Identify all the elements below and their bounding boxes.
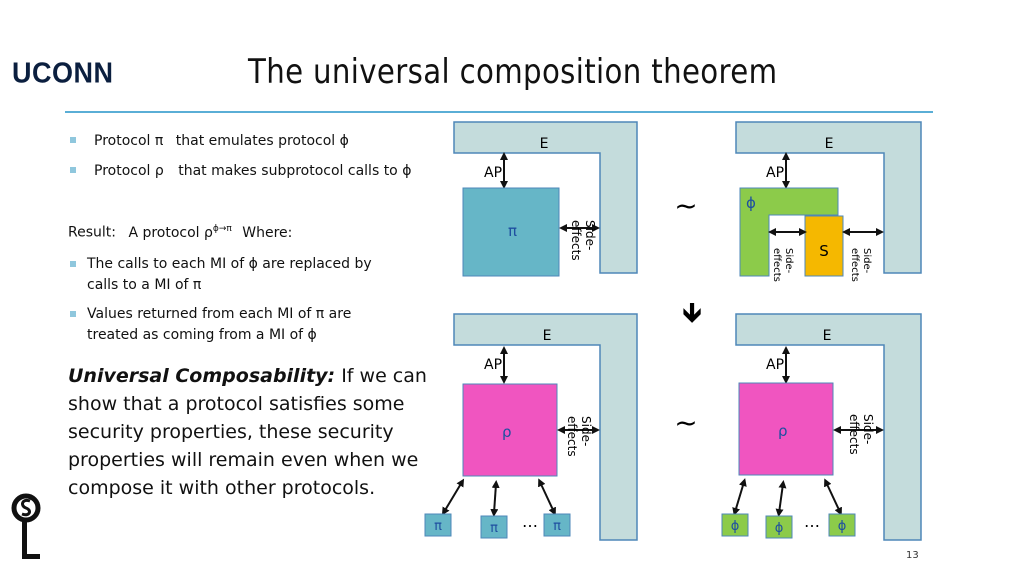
api-label: API [766, 165, 788, 181]
side-effects-label: Side-effects [569, 220, 597, 261]
universal-composability-paragraph: Universal Composability: If we can show … [68, 362, 448, 502]
sub-bullet-replaced: The calls to each MI of ϕ are replaced b… [70, 254, 372, 296]
side-effects-label: Side-effects [849, 248, 872, 282]
bullet-post: that makes subprotocol calls to ϕ [178, 163, 412, 179]
page-number: 13 [906, 550, 919, 561]
bullet-marker [70, 311, 76, 317]
result-where: Where: [242, 224, 293, 241]
pi-instance-box [424, 513, 452, 537]
result-protocol: A protocol ρ [128, 224, 213, 241]
environment-shape [735, 313, 922, 541]
env-label: E [543, 328, 552, 344]
pi-instance-label: π [553, 519, 561, 534]
phi-instance-label: ϕ [775, 521, 784, 536]
pi-label: π [508, 222, 517, 240]
bullet-pre: Protocol π [94, 133, 164, 149]
subcall-arrow [732, 478, 747, 516]
phi-instance-box [765, 515, 793, 539]
ellipsis: … [804, 512, 820, 531]
phi-shape [739, 187, 839, 277]
phi-instance-box [828, 513, 856, 537]
bullet-marker [70, 167, 76, 173]
sub-bullet-line: calls to a MI of π [87, 277, 202, 293]
sub-bullet-line: Values returned from each MI of π are [87, 306, 352, 322]
sub-bullet-returned: Values returned from each MI of π are tr… [70, 304, 352, 346]
subcall-arrow [775, 480, 787, 517]
bullet-pre: Protocol ρ [94, 163, 164, 179]
pi-box [462, 187, 560, 277]
phi-instance-label: ϕ [838, 519, 847, 534]
side-effects-label: Side-effects [565, 416, 593, 457]
phi-instance-label: ϕ [731, 519, 740, 534]
rho-box [462, 383, 558, 477]
bullet-marker [70, 261, 76, 267]
simulator-box [804, 215, 844, 277]
result-label: Result: [68, 224, 116, 241]
panel-pi: E API π Side-effects [453, 121, 638, 277]
ellipsis: … [522, 512, 538, 531]
sub-bullet-line: The calls to each MI of ϕ are replaced b… [87, 256, 372, 272]
uconn-logo: UCONN [12, 57, 114, 89]
approx-symbol-bottom: ~ [674, 406, 697, 439]
phi-instance-box [721, 513, 749, 537]
phi-label: ϕ [746, 194, 756, 212]
side-effects-label: Side-effects [847, 414, 875, 455]
subcall-arrow [441, 478, 465, 516]
approx-symbol-top: ~ [674, 189, 697, 222]
result-line: Result: A protocol ρϕ→π Where: [68, 224, 292, 241]
panel-rho-phi: E API ρ Side-effects ϕ ϕ … ϕ [721, 313, 922, 541]
panel-phi-simulator: E API ϕ S Side-effects Side-effects [735, 121, 922, 282]
rho-label: ρ [502, 423, 512, 441]
pi-instance-box [543, 513, 571, 537]
environment-shape [735, 121, 922, 274]
environment-shape [453, 121, 638, 274]
university-seal-icon [11, 493, 41, 559]
panel-rho-pi: E API ρ Side-effects π π … π [424, 313, 638, 541]
result-superscript: ϕ→π [212, 224, 232, 234]
slide-title: The universal composition theorem [248, 52, 778, 92]
pi-instance-box [480, 515, 508, 539]
api-label: API [484, 165, 506, 181]
bullet-marker [70, 137, 76, 143]
rho-box [738, 382, 834, 476]
bullet-protocol-pi: Protocol π that emulates protocol ϕ [70, 133, 349, 149]
subcall-arrow [538, 478, 556, 516]
uc-body: If we can show that a protocol satisfies… [68, 365, 427, 499]
subcall-arrow [824, 478, 842, 516]
env-label: E [825, 136, 834, 152]
pi-instance-label: π [434, 519, 442, 534]
title-divider [65, 111, 933, 113]
bullet-protocol-rho: Protocol ρ that makes subprotocol calls … [70, 163, 412, 179]
rho-label: ρ [778, 422, 788, 440]
bullet-post: that emulates protocol ϕ [175, 133, 349, 149]
api-label: API [484, 357, 506, 373]
side-effects-label: Side-effects [771, 248, 794, 282]
environment-shape [453, 313, 638, 541]
subcall-arrow [490, 480, 500, 517]
uc-heading: Universal Composability: [68, 365, 336, 387]
env-label: E [540, 136, 549, 152]
env-label: E [823, 328, 832, 344]
sub-bullet-line: treated as coming from a MI of ϕ [87, 327, 317, 343]
api-label: API [766, 357, 788, 373]
down-arrow-icon: 🡻 [682, 296, 702, 329]
simulator-label: S [819, 242, 829, 260]
pi-instance-label: π [490, 521, 498, 536]
